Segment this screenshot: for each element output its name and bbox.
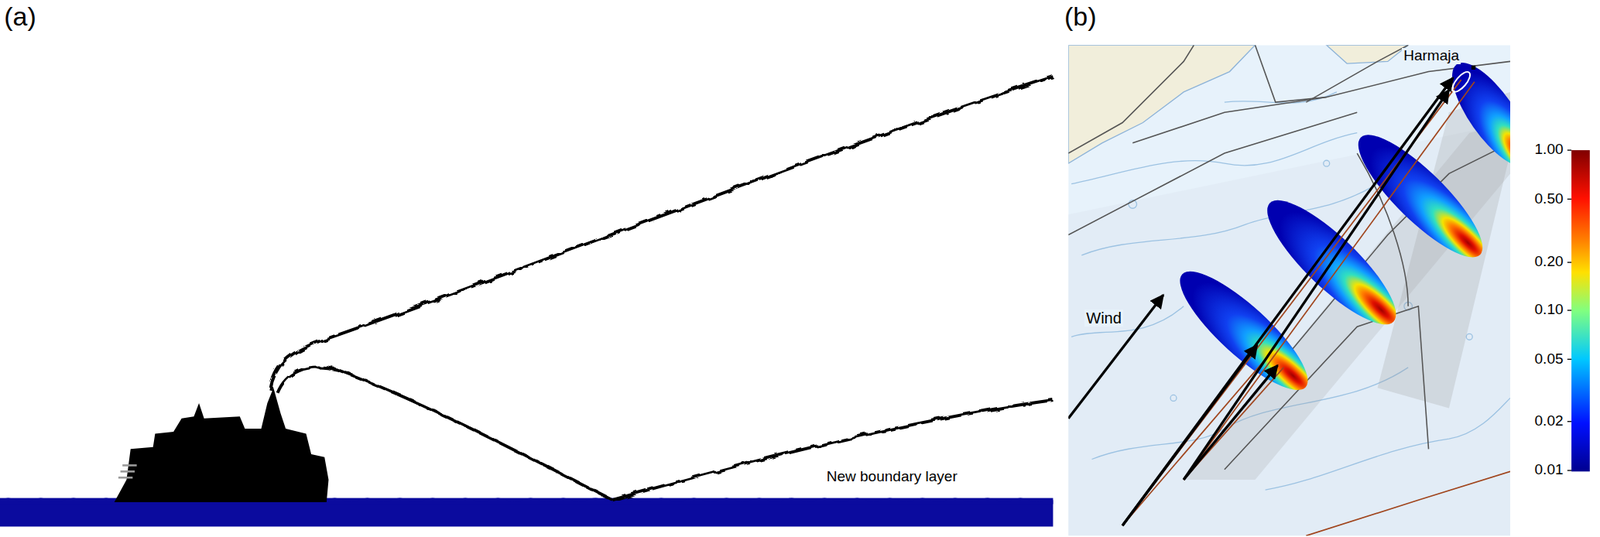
panel-label: (a) (3, 2, 37, 31)
colorbar-tick: 1.00 (1534, 141, 1564, 158)
colorbar-tick: 0.50 (1534, 191, 1564, 208)
colorbar-tick: 0.05 (1534, 351, 1564, 368)
station-label: Harmaja (1401, 47, 1461, 65)
colorbar-tick: 0.01 (1534, 462, 1564, 479)
panel-label: (b) (1064, 2, 1097, 31)
region-label: New boundary layer (826, 469, 958, 486)
colorbar-tick: 0.10 (1534, 301, 1564, 319)
wind-label: Wind (1084, 309, 1124, 327)
colorbar-tick: 0.20 (1534, 253, 1564, 271)
colorbar-tick: 0.02 (1534, 413, 1564, 430)
